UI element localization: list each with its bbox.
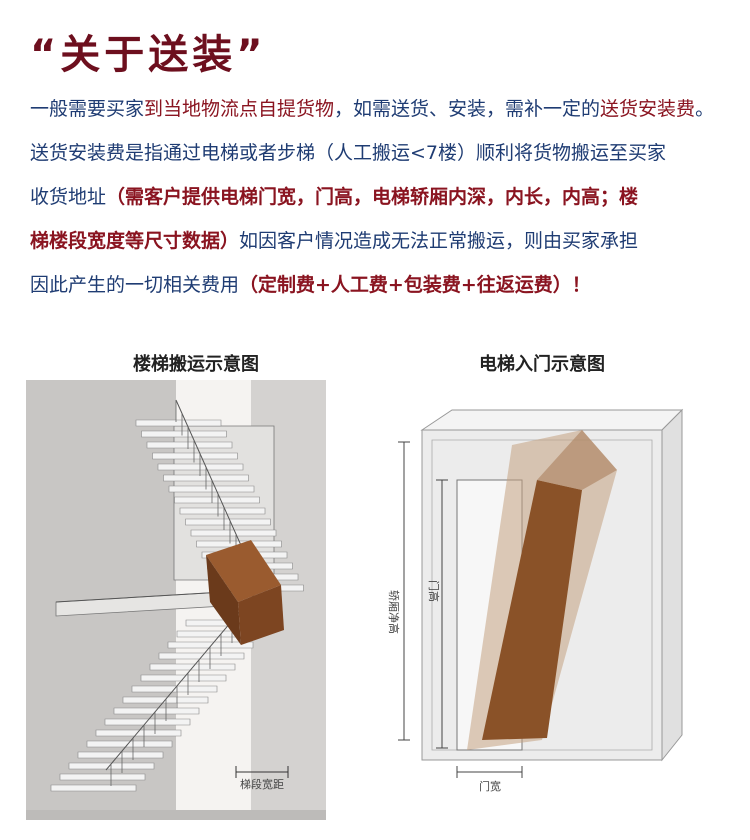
body-text: ，如需送货、安装，需补一定的 (334, 98, 601, 120)
stair-step (141, 430, 227, 438)
stair-step (190, 529, 277, 537)
stair-step (68, 762, 155, 770)
stair-width-label: 梯段宽距 (240, 777, 284, 791)
notice-line: 梯楼段宽度等尺寸数据）如因客户情况造成无法正常搬运，则由买家承担 (30, 224, 745, 268)
stair-step (113, 707, 200, 715)
elevator-diagram-title: 电梯入门示意图 (479, 354, 605, 375)
stair-step (168, 485, 255, 493)
page-title: “关于送装” (30, 32, 267, 78)
stair-step (104, 718, 191, 726)
stair-step (157, 463, 244, 471)
body-text: 。 (695, 98, 715, 120)
stair-step (167, 641, 254, 649)
notice-line: 收货地址（需客户提供电梯门宽，门高，电梯轿厢内深，内长，内高；楼 (30, 180, 745, 224)
stair-step (146, 441, 233, 449)
body-text: 一般需要买家 (30, 98, 145, 120)
body-text: 收货地址 (30, 186, 107, 208)
stair-step (95, 729, 182, 737)
notice-line: 一般需要买家到当地物流点自提货物，如需送货、安装，需补一定的送货安装费。 (30, 92, 745, 136)
stair-step (152, 452, 238, 460)
stair-step (179, 507, 266, 515)
door-width-label: 门宽 (479, 779, 501, 793)
stair-step (77, 751, 164, 759)
stair-step (174, 496, 260, 504)
door-height-label: 门高 (427, 580, 441, 602)
stair-step (185, 518, 271, 526)
stair-step (59, 773, 146, 781)
stair-diagram-title: 楼梯搬运示意图 (133, 354, 259, 375)
highlight-text: （定制费+人工费+包装费+往返运费）！ (239, 274, 591, 296)
cabin-height-label: 轿厢净高 (387, 590, 401, 634)
notice-line: 送货安装费是指通过电梯或者步梯（人工搬运<7楼）顺利将货物搬运至买家 (30, 136, 745, 180)
elevator-diagram: 轿厢净高 门高 门宽 电梯入门示意图 (372, 340, 712, 832)
furniture-box (206, 540, 284, 645)
highlight-text: 送货安装费 (600, 98, 696, 120)
notice-paragraph: 一般需要买家到当地物流点自提货物，如需送货、安装，需补一定的送货安装费。送货安装… (30, 92, 745, 312)
stair-step (50, 784, 137, 792)
body-text: 送货安装费是指通过电梯或者步梯（人工搬运<7楼）顺利将货物搬运至买家 (30, 142, 667, 164)
body-text: 因此产生的一切相关费用 (30, 274, 240, 296)
stair-step (158, 652, 245, 660)
stair-step (135, 419, 222, 427)
furniture-board (467, 430, 617, 750)
body-text: 如因客户情况造成无法正常搬运，则由买家承担 (239, 230, 639, 252)
highlight-text: （需客户提供电梯门宽，门高，电梯轿厢内深，内长，内高；楼 (106, 186, 639, 208)
highlight-text: 梯楼段宽度等尺寸数据） (30, 230, 240, 252)
stair-diagram: 梯段宽距 楼梯搬运示意图 (26, 340, 366, 832)
notice-line: 因此产生的一切相关费用（定制费+人工费+包装费+往返运费）！ (30, 268, 745, 312)
highlight-text: 到当地物流点自提货物 (144, 98, 335, 120)
